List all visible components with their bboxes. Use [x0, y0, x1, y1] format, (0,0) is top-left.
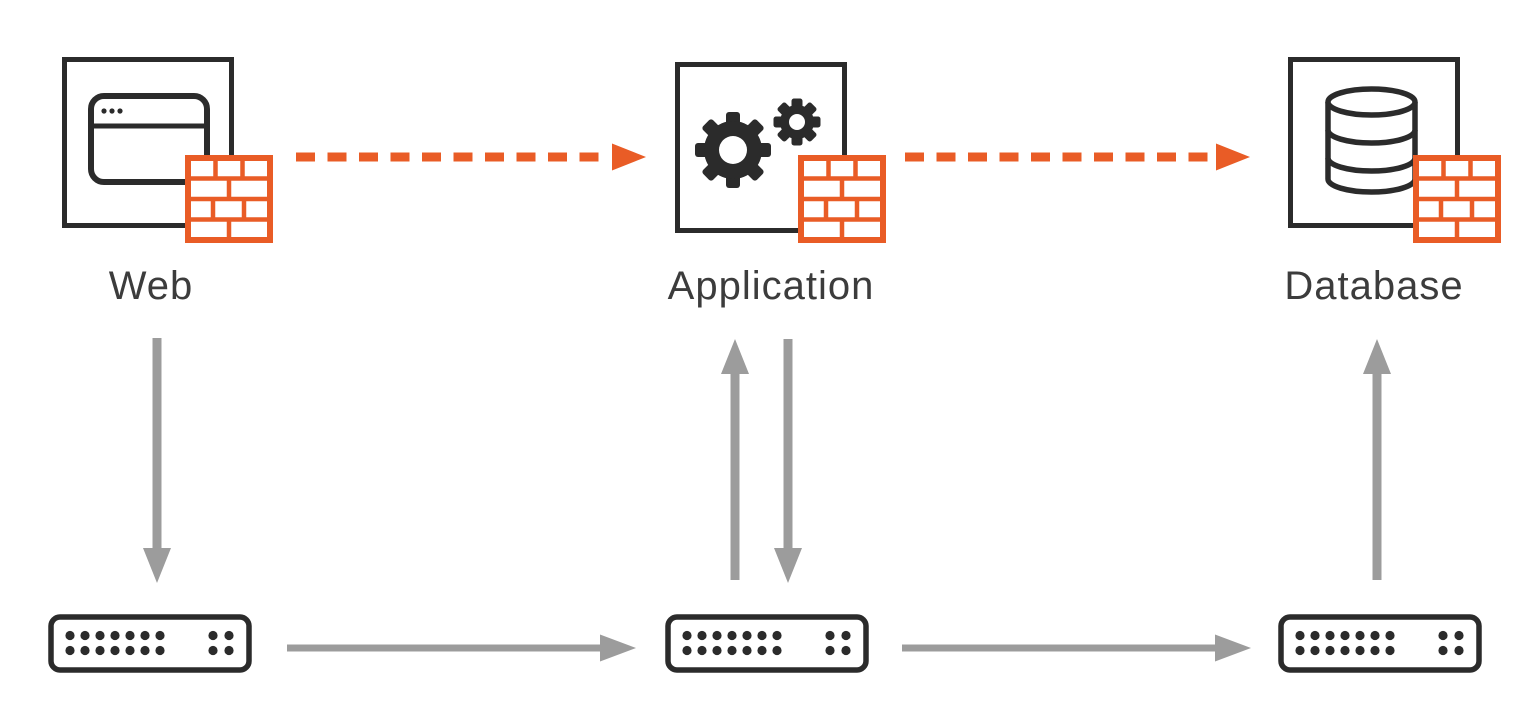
database-cylinder-icon — [1325, 86, 1418, 195]
database-tier-label: Database — [1284, 264, 1464, 308]
db-network-switch-icon — [1278, 614, 1482, 673]
switch-to-app-arrow-up — [721, 339, 749, 580]
firewall-icon — [798, 155, 886, 243]
app-to-switch-arrow-down — [774, 339, 802, 583]
gears-icon — [695, 98, 821, 188]
browser-window-icon — [88, 93, 210, 185]
application-tier-label: Application — [667, 264, 875, 308]
app-network-switch-icon — [665, 614, 869, 673]
app-to-db-dashed-arrow — [905, 143, 1250, 171]
app-switch-to-db-switch-arrow — [902, 634, 1251, 662]
web-to-switch-arrow-down — [143, 338, 171, 583]
firewall-icon — [185, 155, 273, 243]
web-switch-to-app-switch-arrow — [287, 634, 636, 662]
web-to-app-dashed-arrow — [296, 143, 646, 171]
switch-to-db-arrow-up — [1363, 339, 1391, 580]
small-gear — [773, 98, 821, 146]
firewall-icon — [1413, 155, 1501, 243]
web-tier-label: Web — [108, 264, 194, 308]
large-gear — [695, 112, 771, 188]
web-network-switch-icon — [48, 614, 252, 673]
